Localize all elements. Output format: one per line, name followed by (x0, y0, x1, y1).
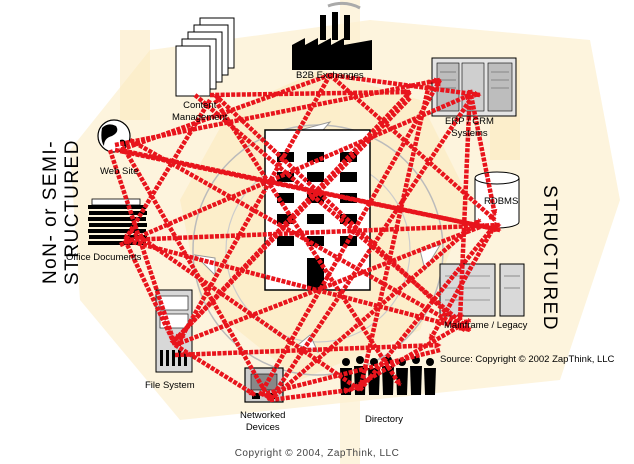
networked-label-line1: Networked (240, 410, 286, 421)
content-label-line2: Management (172, 112, 228, 123)
left-heading-line2: STRUCTURED (62, 139, 83, 285)
left-heading: NoN- or SEMI- STRUCTURED (40, 112, 84, 312)
left-heading-line1: NoN- or SEMI- (40, 139, 61, 285)
erp-label-line2: Systems (451, 128, 488, 139)
web-site-label: Web Site (100, 166, 139, 177)
networked-devices-label: Networked Devices (240, 410, 285, 434)
factory-icon (292, 1, 372, 70)
mainframe-label: Mainframe / Legacy (444, 320, 528, 331)
rdbms-label: RDBMS (484, 196, 519, 207)
mainframe-icon (439, 263, 525, 317)
erp-label: ERP / CRM Systems (445, 116, 494, 140)
red-connection-arrows (107, 72, 502, 403)
directory-label: Directory (365, 414, 404, 425)
right-heading: STRUCTURED (539, 185, 560, 331)
file-system-label: File System (145, 380, 195, 391)
footer-copyright: Copyright © 2004, ZapThink, LLC (234, 448, 400, 459)
erp-label-line1: ERP / CRM (445, 116, 494, 127)
networked-label-line2: Devices (245, 422, 280, 433)
office-documents-icon (88, 198, 147, 245)
b2b-label: B2B Exchanges (296, 70, 364, 81)
content-management-label: Content Management (172, 100, 227, 124)
directory-people-icon (340, 356, 436, 395)
source-label: Source: Copyright © 2002 ZapThink, LLC (440, 354, 615, 365)
documents-stack-icon (175, 17, 235, 97)
globe-icon (97, 119, 131, 153)
content-label-line1: Content (183, 100, 217, 111)
office-documents-label: Office Documents (66, 252, 142, 263)
